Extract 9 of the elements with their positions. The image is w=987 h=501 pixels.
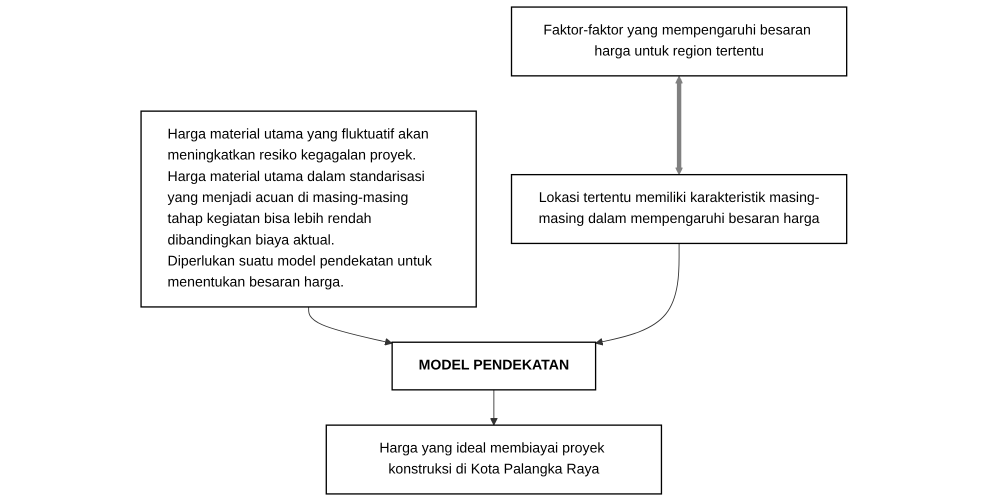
node-box: MODEL PENDEKATAN <box>391 342 596 391</box>
node-box: Harga material utama yang fluktuatif akan meningkatkan resiko kegagalan proyek. Harga material utama dalam standarisasi yang menjadi acuan di masing-masing tahap kegiatan bisa lebih rendah dibandingkan biaya aktual. Diperlukan suatu model pendekatan untuk menentukan besaran harga. <box>140 110 477 308</box>
node-box: Faktor-faktor yang mempengaruhi besaran harga untuk region tertentu <box>510 6 847 77</box>
arrow <box>490 389 498 426</box>
arrow <box>308 306 392 346</box>
arrow <box>674 76 683 175</box>
node-box: Harga yang ideal membiayai proyek konstruksi di Kota Palangka Raya <box>325 424 662 495</box>
node-box: Lokasi tertentu memiliki karakteristik masing-masing dalam mempengaruhi besaran harga <box>510 174 847 244</box>
arrow <box>594 243 680 346</box>
